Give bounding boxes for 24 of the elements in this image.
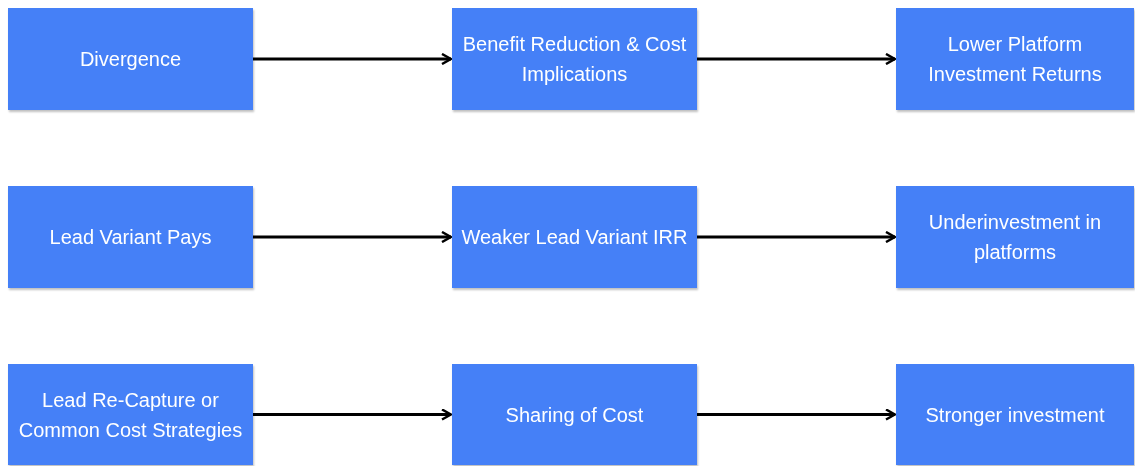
process-box <box>896 364 1134 465</box>
process-box <box>896 186 1134 288</box>
process-box <box>452 8 697 110</box>
box-label: Lower Platform Investment Returns <box>927 32 1103 87</box>
box-label: Benefit Reduction & Cost Implications <box>461 32 688 87</box>
arrow <box>253 408 453 421</box>
arrow <box>697 408 897 421</box>
arrow <box>697 52 897 66</box>
box-label: Stronger investment <box>925 402 1105 428</box>
process-box <box>896 8 1134 110</box>
arrow <box>697 230 897 244</box>
process-box <box>452 364 697 465</box>
box-label: Sharing of Cost <box>505 402 644 428</box>
box-label: Underinvestment in platforms <box>927 210 1103 265</box>
arrow <box>253 52 453 66</box>
process-box <box>8 364 253 465</box>
box-label: Weaker Lead Variant IRR <box>461 225 688 250</box>
arrow <box>253 230 453 244</box>
process-box <box>8 186 253 288</box>
box-label: Lead Re-Capture or Common Cost Strategies <box>17 387 244 443</box>
box-label: Divergence <box>79 47 182 72</box>
process-box <box>8 8 253 110</box>
box-label: Lead Variant Pays <box>49 225 212 250</box>
process-box <box>452 186 697 288</box>
